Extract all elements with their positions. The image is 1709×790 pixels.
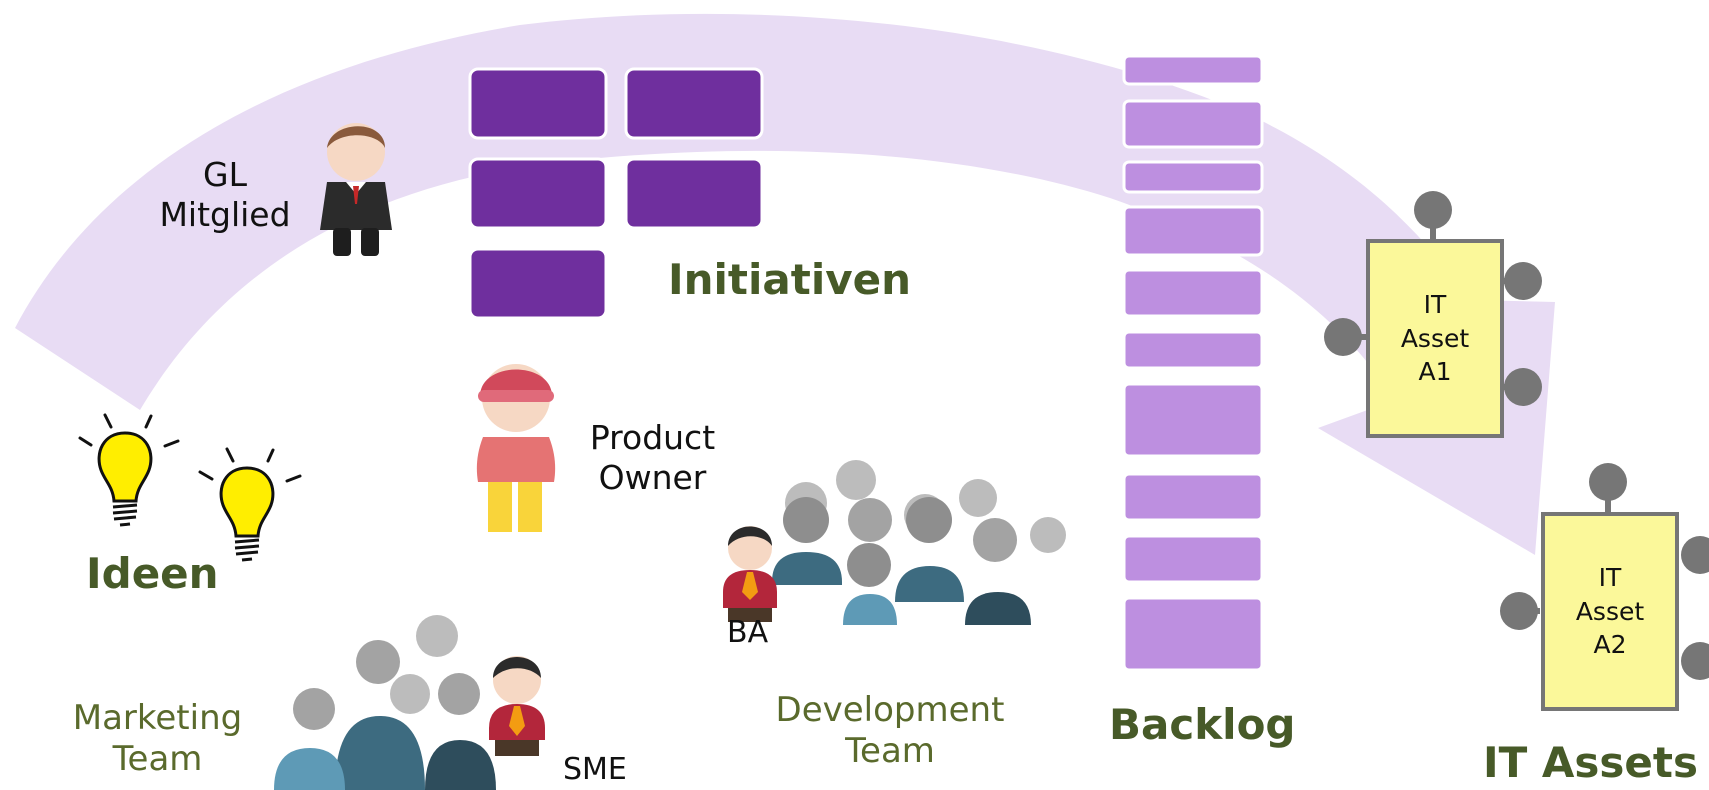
backlog-item [1122,54,1264,86]
initiative-card [624,157,764,230]
ba-person-icon [723,526,777,622]
backlog-item [1122,205,1264,257]
backlog-item [1122,160,1264,194]
backlog-item [1122,596,1264,672]
it-asset-a1: IT Asset A1 [1366,239,1504,438]
backlog-item [1122,472,1264,522]
lightbulb-icon [198,447,302,562]
asset-a2-connectors [1500,463,1709,680]
ba-label: BA [727,615,769,650]
backlog-stack [1122,54,1264,672]
sme-label: SME [563,752,627,787]
backlog-item [1122,330,1264,370]
backlog-item [1122,382,1264,458]
businessman-icon [320,123,392,256]
product-owner-label: Product Owner [589,418,716,497]
backlog-label: Backlog [1109,700,1296,749]
backlog-item [1122,268,1264,318]
initiative-card [468,157,608,230]
it-asset-a2: IT Asset A2 [1541,512,1679,711]
gl-member-label: GL Mitglied [159,155,291,234]
initiative-cards [468,67,764,320]
it-asset-a1-label: IT Asset A1 [1400,289,1470,387]
initiative-card [624,67,764,140]
it-asset-a2-label: IT Asset A2 [1575,562,1645,660]
backlog-item [1122,534,1264,584]
marketing-team-label: Marketing Team [72,698,243,779]
sme-person-icon [489,656,545,756]
development-team-label: Development Team [775,690,1005,771]
initiative-card [468,247,608,320]
lightbulb-icon [78,413,180,527]
workflow-arrow [15,13,1555,556]
initiatives-label: Initiativen [668,255,911,304]
people-group-icon [274,615,545,790]
ideas-label: Ideen [86,549,219,598]
initiative-card [468,67,608,140]
backlog-item [1122,99,1264,149]
product-owner-icon [476,364,556,532]
asset-a1-connectors [1324,191,1542,406]
it-assets-label: IT Assets [1483,738,1698,787]
people-group-icon [723,460,1066,625]
